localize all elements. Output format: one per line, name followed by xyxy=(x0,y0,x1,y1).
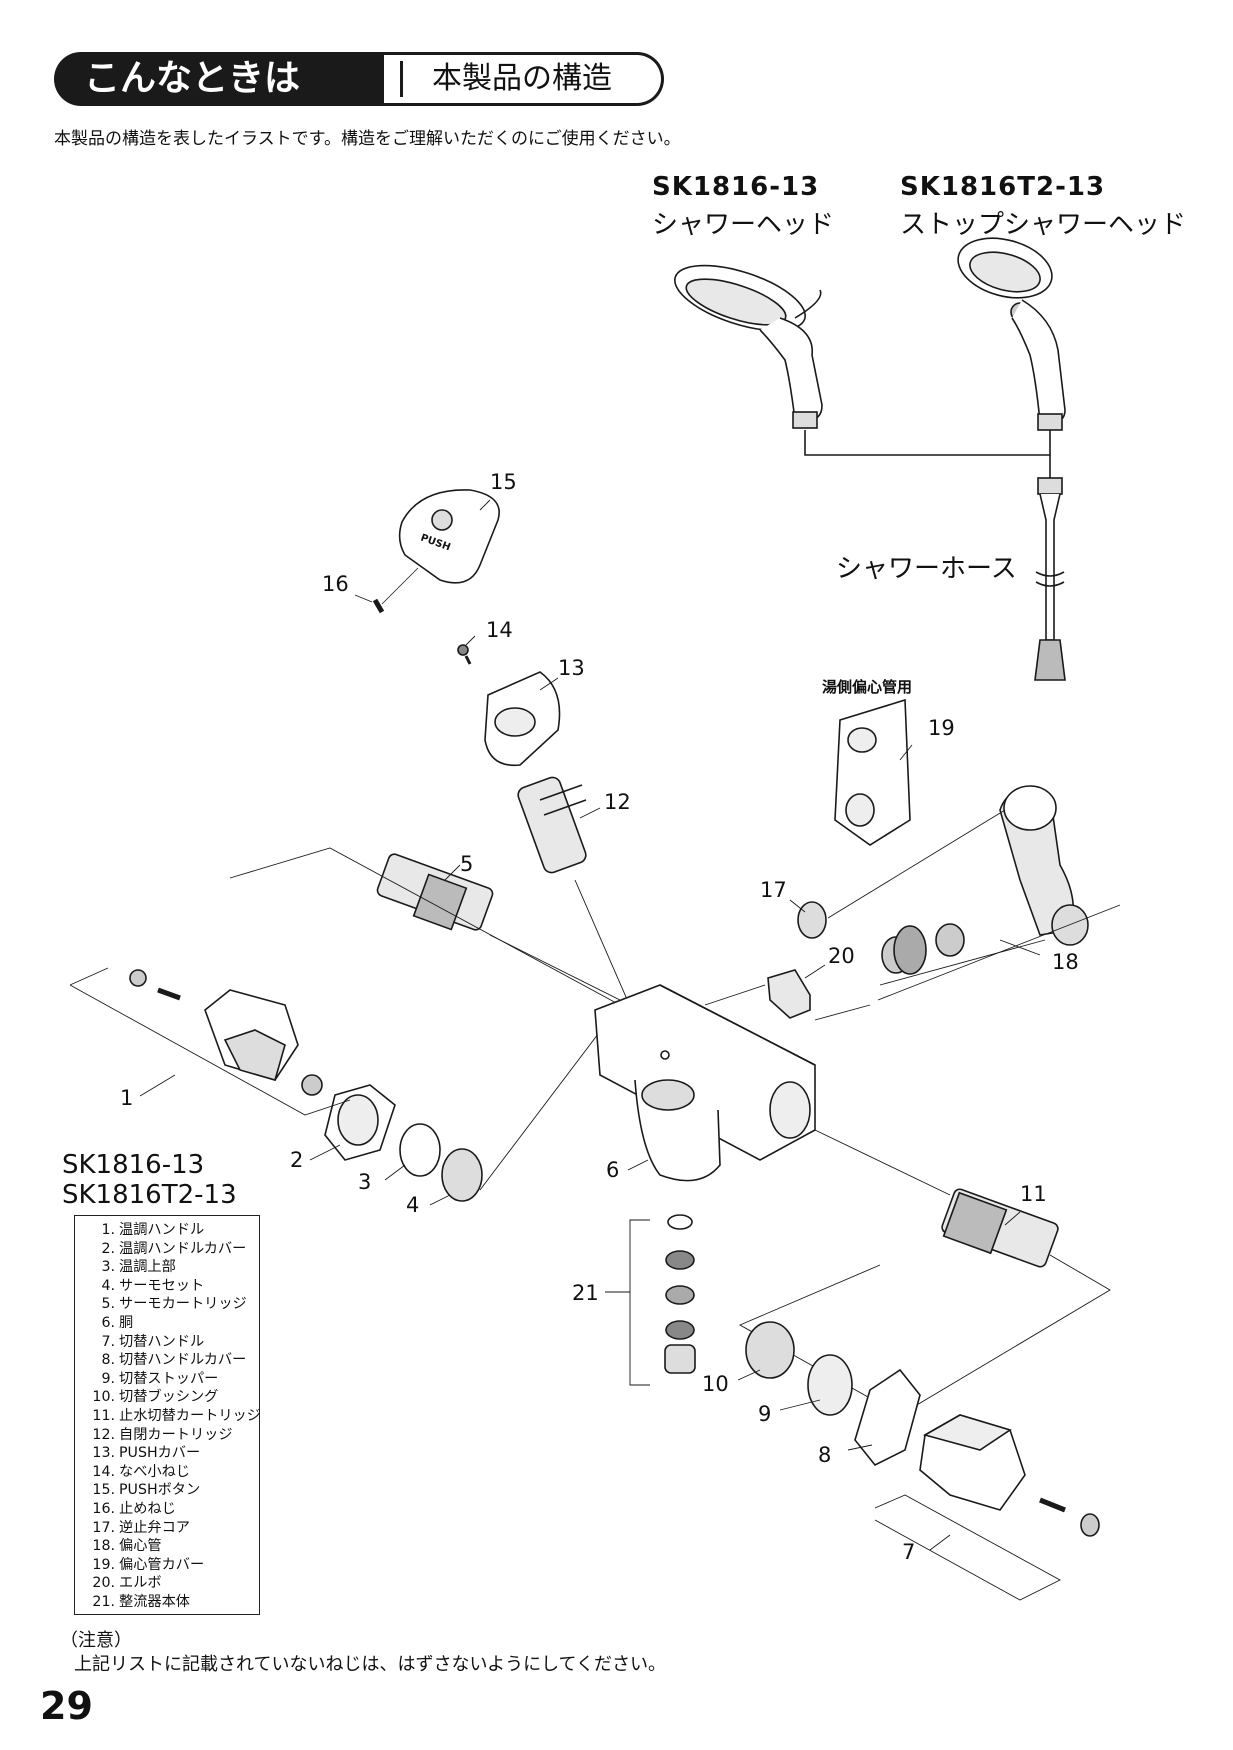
callout-10: 10 xyxy=(702,1372,729,1396)
temperature-handle-icon xyxy=(204,989,299,1081)
head-2-name: ストップシャワーヘッド xyxy=(900,210,1187,240)
list-item: 9.切替ストッパー xyxy=(101,1370,219,1387)
callout-18: 18 xyxy=(1052,950,1079,974)
callout-19: 19 xyxy=(928,716,955,740)
list-item: 19.偏心管カバー xyxy=(92,1556,205,1573)
callout-16: 16 xyxy=(322,572,349,596)
callout-21: 21 xyxy=(572,1281,599,1305)
list-item: 2.温調ハンドルカバー xyxy=(101,1240,247,1257)
callout-20: 20 xyxy=(828,944,855,968)
list-item: 15.PUSHボタン xyxy=(92,1482,201,1499)
callout-2: 2 xyxy=(290,1148,304,1172)
thermo-cartridge-icon xyxy=(376,853,494,931)
head-1-code: SK1816-13 xyxy=(652,172,820,202)
list-item: 8.切替ハンドルカバー xyxy=(101,1352,247,1369)
faucet-body-icon xyxy=(594,984,816,1182)
list-item: 17.逆止弁コア xyxy=(92,1519,190,1536)
callout-11: 11 xyxy=(1020,1182,1047,1206)
hose-label: シャワーホース xyxy=(836,554,1017,584)
note-title: （注意） xyxy=(60,1630,132,1651)
pan-screw-icon xyxy=(457,644,469,656)
eccentric-cover-icon xyxy=(834,698,911,846)
callout-14: 14 xyxy=(486,618,513,642)
list-item: 20.エルボ xyxy=(92,1575,162,1592)
note-text: 上記リストに記載されていないねじは、はずさないようにしてください。 xyxy=(74,1654,667,1675)
page-number: 29 xyxy=(40,1684,93,1728)
list-item: 3.温調上部 xyxy=(101,1259,176,1276)
callout-4: 4 xyxy=(406,1193,420,1217)
callout-5: 5 xyxy=(460,852,474,876)
eccentric-tube-icon xyxy=(881,785,1089,975)
parts-list-model-2: SK1816T2-13 xyxy=(62,1180,237,1210)
list-item: 7.切替ハンドル xyxy=(101,1333,205,1350)
rectifier-icon xyxy=(664,1214,696,1374)
push-button-icon: PUSH xyxy=(398,489,500,584)
switch-cover-icon xyxy=(854,1368,921,1467)
callout-17: 17 xyxy=(760,878,787,902)
thermo-set-icon xyxy=(441,1148,483,1202)
list-item: 16.止めねじ xyxy=(92,1500,176,1517)
section-title-box: 本製品の構造 xyxy=(384,52,664,106)
list-item: 12.自閉カートリッジ xyxy=(92,1426,233,1443)
head-2-code: SK1816T2-13 xyxy=(900,172,1106,202)
list-item: 14.なべ小ねじ xyxy=(92,1463,190,1480)
title-divider xyxy=(400,61,403,97)
shower-head-icon xyxy=(674,264,823,429)
list-item: 4.サーモセット xyxy=(101,1277,205,1294)
nut-icon xyxy=(301,1074,323,1096)
list-item: 13.PUSHカバー xyxy=(92,1445,201,1462)
callout-15: 15 xyxy=(490,470,517,494)
section-tag: こんなときは xyxy=(54,52,384,106)
callout-9: 9 xyxy=(758,1402,772,1426)
list-item: 10.切替ブッシング xyxy=(92,1389,219,1406)
callout-13: 13 xyxy=(558,656,585,680)
head-1-name: シャワーヘッド xyxy=(652,210,835,240)
check-valve-icon xyxy=(797,901,827,939)
callout-1: 1 xyxy=(120,1086,134,1110)
list-item: 18.偏心管 xyxy=(92,1538,162,1555)
elbow-icon xyxy=(767,969,811,1019)
callout-6: 6 xyxy=(606,1158,620,1182)
list-item: 6.胴 xyxy=(101,1314,134,1331)
callout-3: 3 xyxy=(358,1170,372,1194)
parts-list-model-1: SK1816-13 xyxy=(62,1150,205,1180)
push-cover-icon xyxy=(484,671,561,767)
callout-12: 12 xyxy=(604,790,631,814)
stop-shower-head-icon xyxy=(957,237,1066,431)
eccentric-label: 湯側偏心管用 xyxy=(822,678,913,696)
parts-list: 1.温調ハンドル 2.温調ハンドルカバー 3.温調上部 4.サーモセット 5.サ… xyxy=(74,1215,261,1615)
stop-switch-cartridge-icon xyxy=(941,1188,1059,1268)
list-item: 21.整流器本体 xyxy=(92,1593,190,1610)
section-title: 本製品の構造 xyxy=(432,61,612,96)
list-item: 1.温調ハンドル xyxy=(101,1222,205,1238)
set-screw-icon xyxy=(372,598,385,614)
parts-list-models: SK1816-13 SK1816T2-13 xyxy=(62,1150,237,1210)
leader-lines xyxy=(139,499,1041,1551)
list-item: 11.止水切替カートリッジ xyxy=(92,1407,261,1424)
switch-handle-icon xyxy=(919,1414,1026,1511)
section-header: こんなときは 本製品の構造 xyxy=(54,52,664,106)
upper-temp-icon xyxy=(399,1123,441,1177)
self-closing-cartridge-icon xyxy=(517,776,587,874)
callout-8: 8 xyxy=(818,1443,832,1467)
shower-hose-icon xyxy=(1034,477,1066,681)
switch-stopper-icon xyxy=(807,1354,853,1416)
intro-text: 本製品の構造を表したイラストです。構造をご理解いただくのにご使用ください。 xyxy=(54,129,681,149)
list-item: 5.サーモカートリッジ xyxy=(101,1296,247,1313)
callout-7: 7 xyxy=(902,1540,916,1564)
switch-bushing-icon xyxy=(745,1321,795,1379)
